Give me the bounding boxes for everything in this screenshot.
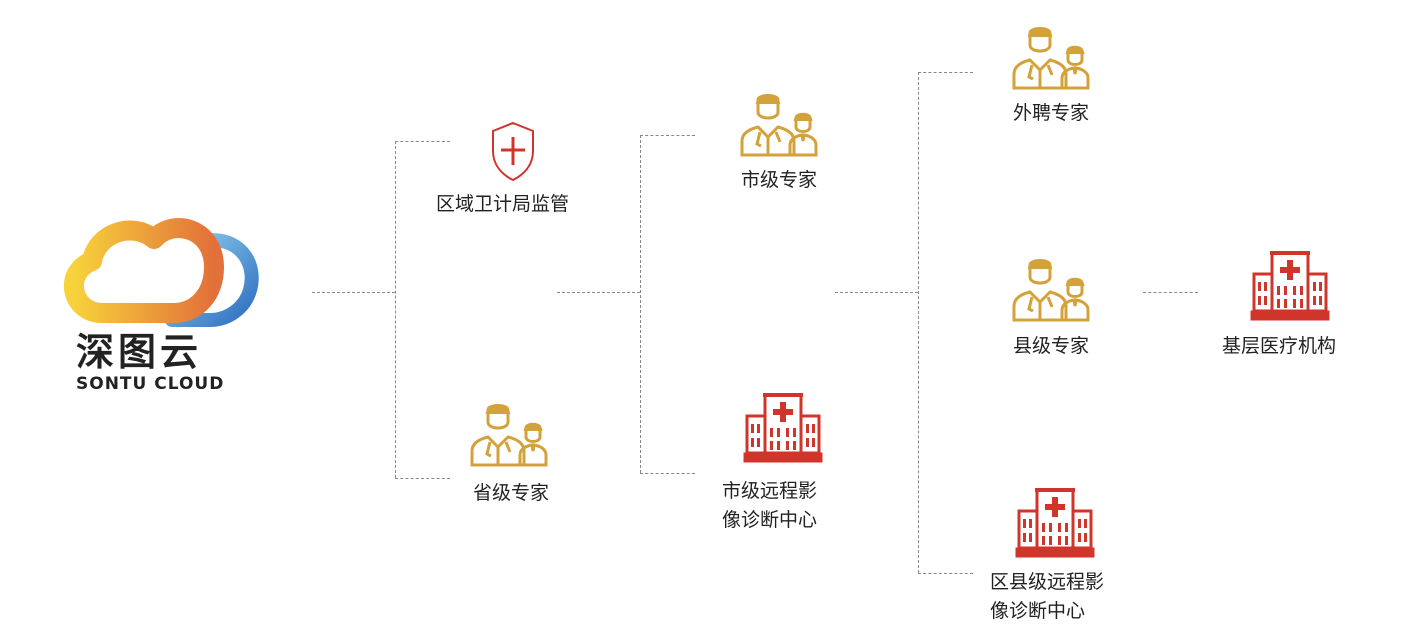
connector	[640, 473, 695, 474]
connector	[395, 478, 450, 479]
connector	[918, 72, 919, 573]
doctors-icon	[468, 402, 558, 467]
connector	[918, 72, 973, 73]
logo-text-en: SONTU CLOUD	[76, 374, 225, 394]
node-city-experts: 市级专家	[741, 169, 818, 191]
hospital-icon	[1250, 250, 1330, 322]
node-primary-institutions: 基层医疗机构	[1222, 335, 1337, 357]
shield-cross-icon	[492, 121, 534, 182]
node-city-imaging-center: 市级远程影 像诊断中心	[722, 480, 818, 531]
connector	[395, 141, 396, 478]
doctors-icon	[1010, 25, 1100, 90]
connector	[918, 573, 973, 574]
doctors-icon	[1010, 257, 1100, 322]
sontu-cloud-logo: 深图云 SONTU CLOUD	[62, 208, 262, 394]
node-external-experts: 外聘专家	[1013, 102, 1090, 124]
connector	[557, 292, 640, 293]
logo-text-cn: 深图云	[76, 330, 203, 374]
connector	[395, 141, 450, 142]
connector	[640, 135, 641, 473]
node-county-imaging-center: 区县级远程影 像诊断中心	[990, 571, 1105, 622]
node-county-experts: 县级专家	[1013, 335, 1090, 357]
doctors-icon	[738, 92, 828, 157]
hospital-icon	[743, 392, 823, 464]
connector	[312, 292, 395, 293]
node-provincial-experts: 省级专家	[473, 482, 550, 504]
hospital-icon	[1015, 487, 1095, 559]
node-regional-health: 区域卫计局监管	[436, 193, 570, 215]
connector	[640, 135, 695, 136]
connector	[835, 292, 918, 293]
cloud-logo-icon	[64, 218, 259, 327]
connector	[1143, 292, 1198, 293]
